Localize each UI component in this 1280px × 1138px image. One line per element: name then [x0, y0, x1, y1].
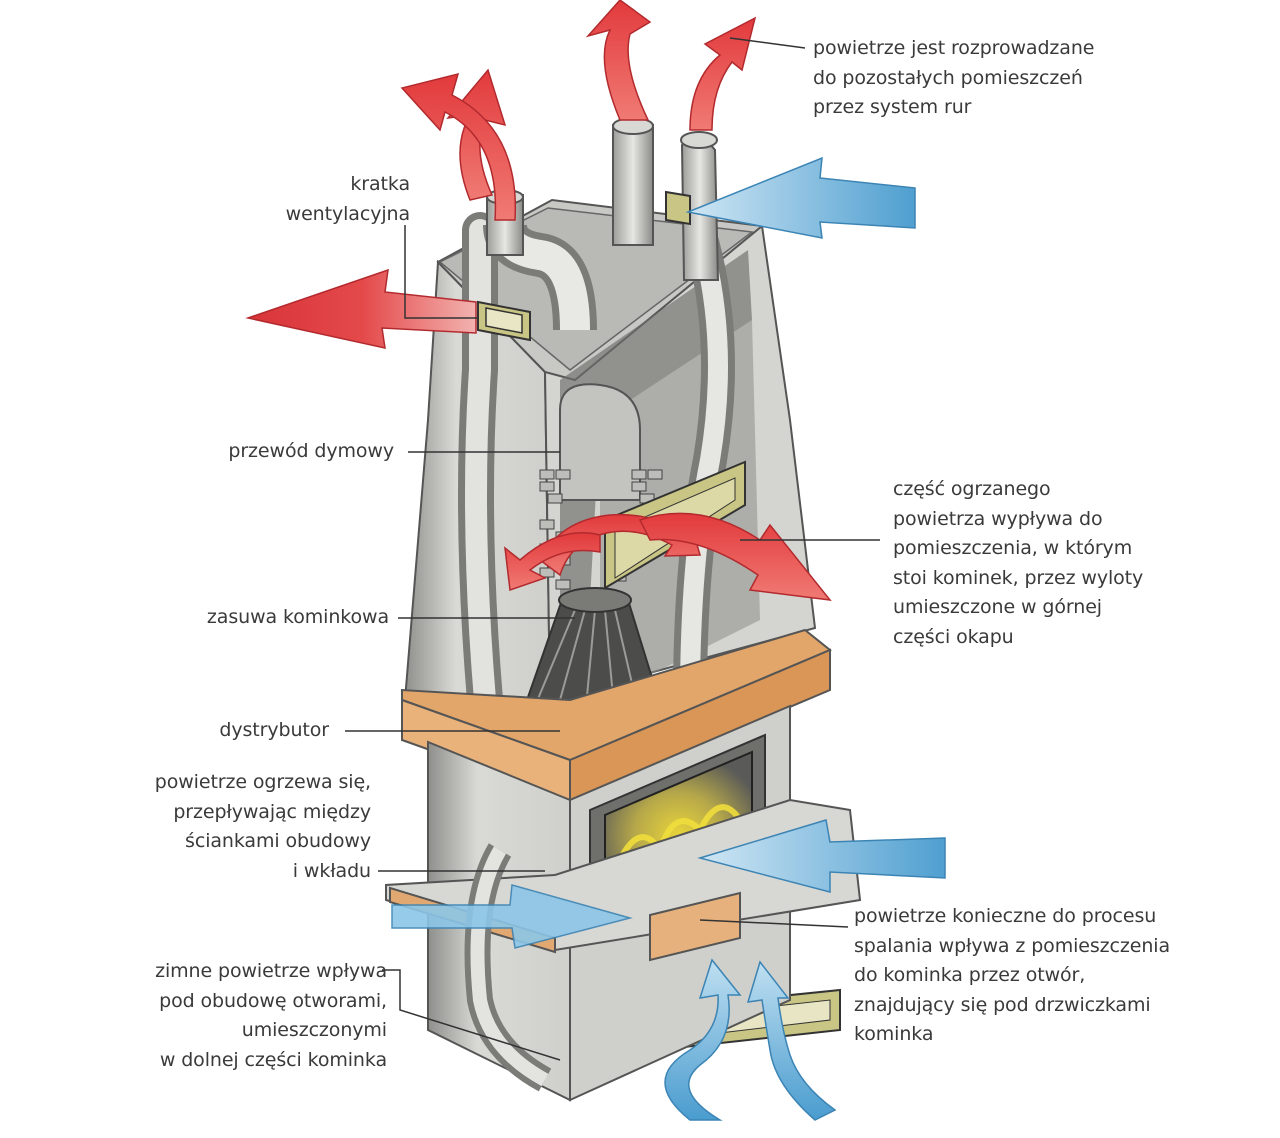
leader-lines [345, 37, 880, 1061]
hot-air-arrow-3 [585, 0, 652, 121]
label-damper: zasuwa kominkowa [206, 606, 389, 628]
cold-air-arrow-3 [391, 884, 633, 949]
cold-air-arrow-2 [697, 819, 946, 893]
cold-air-arrow-4 [664, 958, 742, 1121]
cold-air-arrow-1 [685, 156, 916, 239]
hot-air-arrow-7 [638, 512, 832, 601]
label-top-right: powietrze jest rozprowadzane do pozostał… [813, 37, 1095, 118]
label-air-heats: powietrze ogrzewa się, przepływając międ… [154, 771, 371, 882]
label-distributor: dystrybutor [219, 719, 329, 741]
label-cold-air: zimne powietrze wpływa pod obudowę otwor… [155, 960, 387, 1071]
cold-air-arrows [391, 156, 946, 1121]
hot-air-arrows [245, 0, 832, 601]
label-combustion-air: powietrze konieczne do procesu spalania … [854, 905, 1171, 1045]
hot-air-arrow-4 [689, 16, 757, 131]
hot-air-arrow-2 [400, 72, 517, 221]
cold-air-arrow-5 [746, 960, 837, 1121]
hot-air-arrow-5 [245, 268, 477, 349]
label-warm-outlet: część ogrzanego powietrza wypływa do pom… [893, 478, 1144, 648]
label-flue: przewód dymowy [228, 440, 394, 462]
hot-air-arrow-8 [504, 532, 601, 592]
upper-shelf [401, 628, 832, 802]
label-vent-grille: kratka wentylacyjna [285, 173, 410, 225]
